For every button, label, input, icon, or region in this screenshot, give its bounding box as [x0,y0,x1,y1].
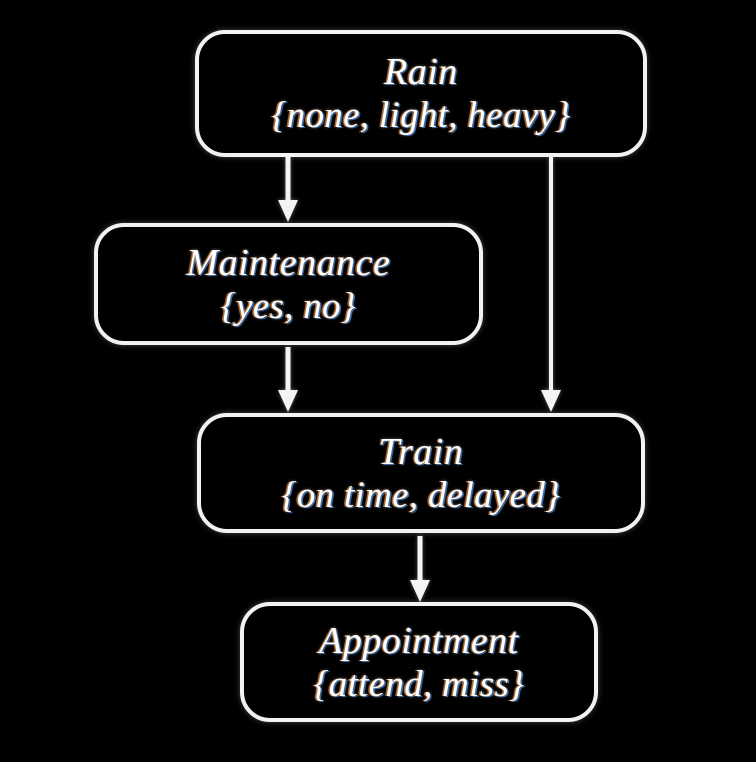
node-rain[interactable]: Rain {none, light, heavy} [195,30,647,157]
node-rain-title: Rain [384,51,458,93]
arrowhead-icon [410,580,430,602]
arrowhead-icon [541,390,561,412]
node-train-title: Train [378,430,464,473]
node-maintenance-title: Maintenance [186,241,391,284]
node-appointment-title: Appointment [319,619,519,662]
node-rain-values: {none, light, heavy} [271,95,571,136]
node-maintenance[interactable]: Maintenance {yes, no} [94,223,483,345]
edge-rain-to-train [541,157,561,412]
edge-rain-to-maintenance [278,157,298,222]
node-maintenance-values: {yes, no} [220,285,357,327]
arrowhead-icon [278,200,298,222]
edge-train-to-appointment [410,536,430,602]
node-appointment[interactable]: Appointment {attend, miss} [240,602,598,722]
node-train[interactable]: Train {on time, delayed} [197,413,645,533]
arrowhead-icon [278,390,298,412]
edge-maintenance-to-train [278,347,298,412]
node-appointment-values: {attend, miss} [313,663,525,705]
node-train-values: {on time, delayed} [281,474,561,516]
